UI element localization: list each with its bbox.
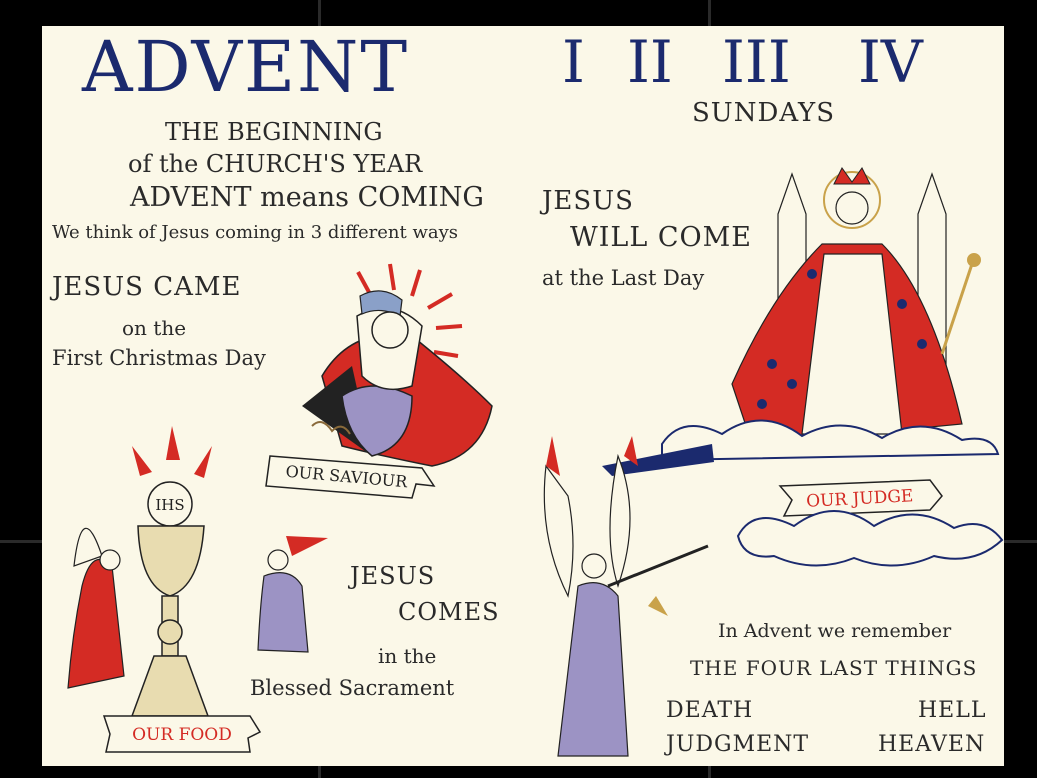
- frame-line: [318, 0, 321, 26]
- numeral-2: II: [627, 28, 673, 96]
- frame-line: [0, 540, 42, 543]
- trumpet-angel-illustration: [543, 436, 709, 757]
- remember-heaven: HEAVEN: [878, 732, 986, 757]
- cloud-illustration: [736, 510, 1004, 567]
- came-line-3: First Christmas Day: [52, 346, 266, 370]
- food-banner: OUR FOOD: [102, 715, 262, 753]
- will-come-line-3: at the Last Day: [542, 266, 705, 290]
- intro-line-2: of the CHURCH'S YEAR: [128, 150, 423, 178]
- numeral-3: III: [722, 28, 791, 96]
- frame-line: [1004, 540, 1037, 543]
- saviour-banner: OUR SAVIOUR: [265, 455, 436, 499]
- frame-line: [708, 766, 711, 778]
- sundays-label: SUNDAYS: [692, 98, 836, 128]
- frame-line: [318, 766, 321, 778]
- frame-line: [708, 0, 711, 26]
- comes-line-4: Blessed Sacrament: [250, 676, 455, 700]
- came-line-1: JESUS CAME: [52, 272, 242, 302]
- remember-judgment: JUDGMENT: [666, 732, 810, 757]
- intro-line-4: We think of Jesus coming in 3 different …: [52, 222, 458, 243]
- remember-death: DEATH: [666, 698, 754, 723]
- infant-jesus-illustration: [302, 263, 493, 467]
- will-come-line-2: WILL COME: [570, 222, 753, 253]
- comes-line-1: JESUS: [350, 562, 436, 590]
- christ-judge-illustration: [602, 167, 1000, 476]
- remember-hell: HELL: [918, 698, 987, 723]
- numeral-1: I: [562, 28, 585, 96]
- remember-line-2: THE FOUR LAST THINGS: [690, 656, 978, 680]
- food-banner-text: OUR FOOD: [132, 725, 232, 745]
- comes-line-3: in the: [378, 644, 437, 668]
- will-come-line-1: JESUS: [542, 186, 634, 216]
- numeral-4: IV: [858, 28, 923, 96]
- intro-line-3: ADVENT means COMING: [130, 182, 484, 213]
- chalice-illustration: IHS: [67, 426, 328, 717]
- remember-line-1: In Advent we remember: [718, 620, 952, 642]
- advent-poster: ADVENT I II III IV SUNDAYS THE BEGINNING…: [42, 26, 1004, 766]
- poster-title: ADVENT: [82, 26, 410, 108]
- came-line-2: on the: [122, 316, 187, 340]
- host-monogram: IHS: [155, 496, 184, 514]
- intro-line-1: THE BEGINNING: [165, 118, 383, 146]
- judge-banner: OUR JUDGE: [778, 479, 943, 517]
- sunday-numerals: I II III IV: [562, 26, 1002, 96]
- comes-line-2: COMES: [398, 598, 500, 626]
